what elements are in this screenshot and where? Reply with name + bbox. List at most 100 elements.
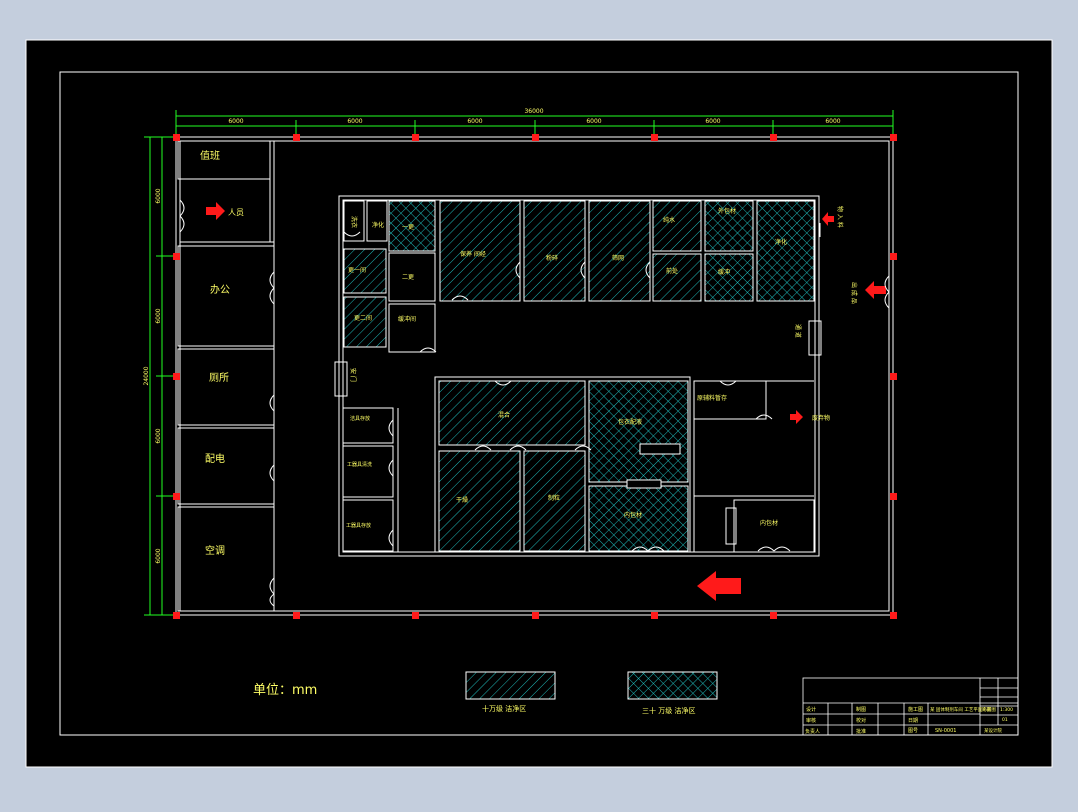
dim-overall: 36000 bbox=[524, 108, 543, 115]
room-zhi: 筛网 bbox=[612, 254, 624, 262]
room-coating: 包衣配液 bbox=[618, 418, 642, 426]
dim-left-overall: 24000 bbox=[143, 366, 150, 385]
legend-10k-label: 三十 万级 洁净区 bbox=[642, 706, 695, 715]
room-cleanroom: 净化 bbox=[372, 221, 384, 229]
column-marker bbox=[770, 612, 777, 619]
arrow-waste bbox=[790, 410, 803, 424]
dim-left-1: 6000 bbox=[155, 188, 162, 203]
unit-label: 单位：mm bbox=[253, 683, 317, 698]
room-inner-pack: 内包材 bbox=[624, 511, 642, 519]
tb-reviewed: 校对 bbox=[856, 717, 866, 724]
arrow-main-exit bbox=[697, 571, 741, 601]
label-personnel: 人员 bbox=[228, 208, 244, 217]
dim-top-4: 6000 bbox=[586, 118, 601, 125]
column-marker bbox=[293, 612, 300, 619]
column-marker bbox=[293, 134, 300, 141]
column-marker bbox=[651, 134, 658, 141]
room-raw: 前处 bbox=[666, 267, 678, 275]
tb-drawn: 制图 bbox=[856, 706, 866, 713]
room-tool-store: 工器具存放 bbox=[346, 522, 371, 529]
left-dimension-chain bbox=[144, 136, 176, 616]
tb-drawing-no: SN-0001 bbox=[935, 728, 956, 734]
tb-sheet-label: 图号 bbox=[908, 728, 918, 734]
legend-swatch-10k bbox=[627, 671, 718, 700]
tb-proj-owner: 负责人 bbox=[805, 728, 820, 735]
column-marker bbox=[412, 612, 419, 619]
label-product-out: 出 成 品 bbox=[850, 282, 858, 304]
dim-left-2: 6000 bbox=[155, 308, 162, 323]
dim-top-6: 6000 bbox=[825, 118, 840, 125]
column-marker bbox=[890, 134, 897, 141]
tb-company: 某设计院 bbox=[984, 727, 1002, 734]
column-marker bbox=[890, 493, 897, 500]
top-dimension-chain bbox=[175, 110, 894, 136]
room-outerpack: 外包材 bbox=[718, 207, 736, 215]
legend-swatch-100k bbox=[465, 671, 556, 700]
tb-designed: 设计 bbox=[806, 706, 816, 713]
room-office: 办公 bbox=[210, 283, 230, 296]
room-toilet: 厕所 bbox=[209, 372, 229, 384]
room-qi: 净化 bbox=[775, 238, 787, 246]
tool-rooms bbox=[342, 407, 399, 552]
column-marker bbox=[651, 612, 658, 619]
column-marker bbox=[532, 134, 539, 141]
arrow-product-out bbox=[865, 281, 886, 299]
label-waste: 废弃物 bbox=[812, 414, 830, 422]
column-marker bbox=[890, 373, 897, 380]
room-changing-rb: 更二间 bbox=[354, 314, 372, 322]
top-row-rooms bbox=[388, 200, 815, 302]
column-marker bbox=[173, 373, 180, 380]
label-door-b: 安 门 bbox=[349, 368, 357, 382]
right-rooms bbox=[693, 380, 815, 553]
room-raw-store: 原辅料暂存 bbox=[697, 394, 727, 402]
room-tool-wash: 工器具清洗 bbox=[347, 461, 372, 468]
column-marker bbox=[532, 612, 539, 619]
dim-top-2: 6000 bbox=[347, 118, 362, 125]
column-marker bbox=[890, 612, 897, 619]
tb-checked: 审核 bbox=[806, 717, 816, 724]
room-fen: 粉碎 bbox=[546, 254, 558, 262]
tb-scale: 1:300 bbox=[1000, 707, 1013, 713]
legend-100k-label: 十万级 洁净区 bbox=[482, 704, 526, 713]
dim-top-1: 6000 bbox=[228, 118, 243, 125]
room-clean-store: 洁具存放 bbox=[350, 415, 370, 422]
dim-left-3: 6000 bbox=[155, 428, 162, 443]
room-duty: 值班 bbox=[200, 149, 220, 162]
bottom-block-rooms bbox=[434, 376, 691, 553]
tb-sheet: 01 bbox=[1002, 717, 1008, 723]
drawing-frame bbox=[59, 71, 1019, 736]
room-tablet: 制粒 bbox=[548, 494, 560, 502]
room-dry: 干燥 bbox=[456, 496, 468, 504]
tb-phase: 施工图 bbox=[908, 706, 923, 713]
dim-top-3: 6000 bbox=[467, 118, 482, 125]
side-doors bbox=[334, 223, 890, 397]
room-ward: 保养 间经 bbox=[460, 250, 486, 258]
label-material-in: 物 入 料 bbox=[836, 206, 844, 228]
column-marker bbox=[770, 134, 777, 141]
arrow-personnel bbox=[206, 202, 225, 220]
arrow-material-in bbox=[822, 212, 834, 226]
column-marker bbox=[890, 253, 897, 260]
room-power: 配电 bbox=[205, 452, 225, 465]
column-marker bbox=[173, 612, 180, 619]
dim-top-5: 6000 bbox=[705, 118, 720, 125]
tb-scale-label: 比例 bbox=[982, 706, 991, 713]
dim-left-4: 6000 bbox=[155, 548, 162, 563]
tb-date-label: 日期 bbox=[908, 718, 918, 724]
column-marker bbox=[173, 134, 180, 141]
room-changing-ra: 更一间 bbox=[348, 266, 366, 274]
room-changing-2: 二更 bbox=[402, 274, 414, 281]
label-door-a: 通 道 bbox=[794, 324, 802, 338]
structural-columns bbox=[173, 134, 897, 619]
room-inner-pack-in: 内包材 bbox=[760, 519, 778, 527]
room-xi: 纯水 bbox=[663, 216, 675, 224]
room-changing-1: 一更 bbox=[402, 224, 414, 231]
tb-approved: 批准 bbox=[856, 728, 866, 735]
room-mixing: 混合 bbox=[498, 411, 510, 419]
room-buffer: 缓冲间 bbox=[398, 315, 416, 323]
room-aircon: 空调 bbox=[205, 544, 225, 557]
title-block bbox=[802, 677, 1019, 736]
room-wash: 洗衣 bbox=[350, 216, 358, 228]
